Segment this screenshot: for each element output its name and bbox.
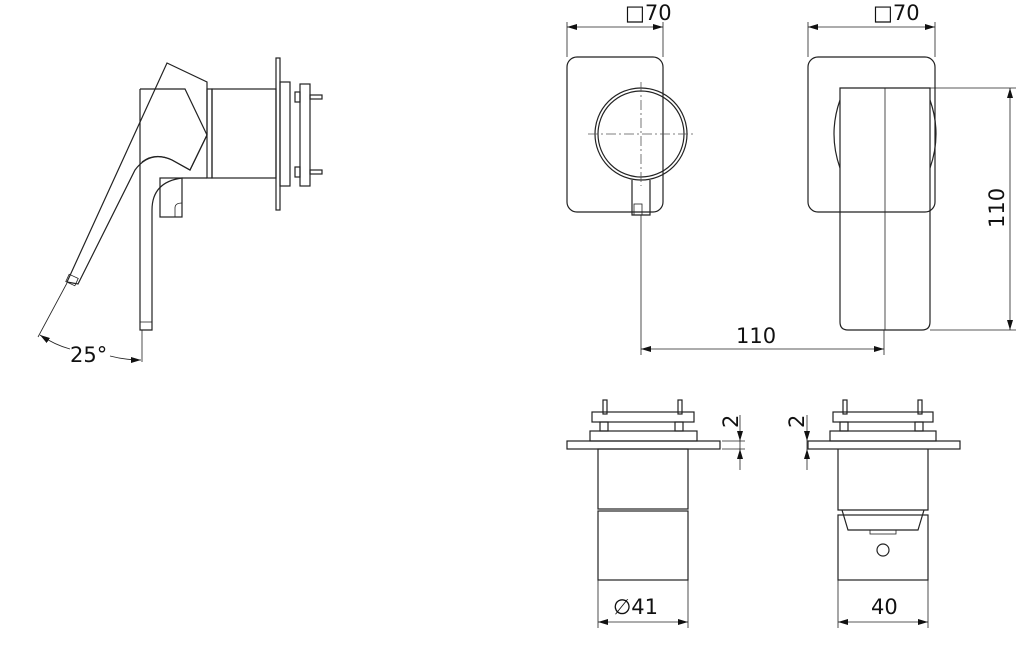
valve-body bbox=[211, 88, 277, 179]
projection-dimension: 110 bbox=[736, 324, 776, 348]
diameter-dimension: ∅41 bbox=[613, 595, 658, 619]
side-view: 25° bbox=[37, 57, 323, 367]
lever-front-view: □70 110 bbox=[807, 1, 1016, 331]
vertical-lever bbox=[139, 88, 208, 331]
top-view-left: 2 ∅41 bbox=[566, 399, 745, 628]
flange-left-dimension: 2 bbox=[719, 415, 743, 428]
width-dimension: 40 bbox=[871, 595, 898, 619]
tilted-lever bbox=[66, 62, 208, 285]
side-width-dimension: □70 bbox=[873, 1, 920, 25]
height-dimension: 110 bbox=[985, 188, 1009, 228]
wall-flange bbox=[275, 57, 281, 211]
front-view: □70 110 bbox=[566, 1, 885, 355]
top-view-right: 2 40 bbox=[785, 399, 961, 628]
front-width-dimension: □70 bbox=[625, 1, 672, 25]
angle-dimension: 25° bbox=[70, 343, 107, 367]
flange-right-dimension: 2 bbox=[785, 415, 809, 428]
